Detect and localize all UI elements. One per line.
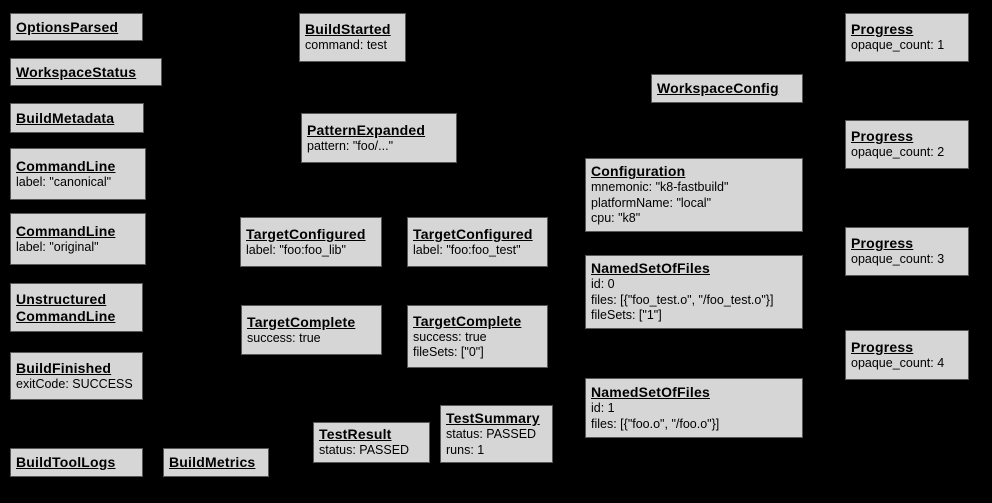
node-field: opaque_count: 3 (851, 252, 945, 267)
node-title: NamedSetOfFiles (591, 260, 710, 277)
node-field: success: true (413, 329, 487, 344)
node-field: exitCode: SUCCESS (16, 376, 133, 391)
node-title: BuildStarted (305, 21, 391, 38)
node-field: files: [{"foo.o", "/foo.o"}] (591, 416, 720, 431)
node-field: pattern: "foo/..." (307, 138, 394, 153)
node-field: status: PASSED (446, 427, 537, 441)
node-field: fileSets: ["1"] (591, 308, 662, 323)
node-field: label: "canonical" (16, 174, 112, 189)
node-field: id: 0 (591, 277, 615, 292)
node-title: WorkspaceStatus (16, 63, 137, 80)
node-field: runs: 1 (446, 442, 485, 457)
node-field: fileSets: ["0"] (413, 345, 484, 359)
node-title: Unstructured (16, 290, 107, 307)
node-options-parsed: OptionsParsed (10, 13, 143, 41)
node-title: BuildFinished (16, 359, 112, 376)
node-title: PatternExpanded (307, 121, 426, 138)
node-title: Progress (851, 235, 914, 252)
node-title: TargetConfigured (246, 225, 366, 242)
node-title: Progress (851, 21, 914, 38)
node-field: platformName: "local" (591, 195, 712, 210)
node-workspace-config: WorkspaceConfig (651, 74, 803, 103)
node-field: cpu: "k8" (591, 211, 641, 226)
node-field: label: "foo:foo_lib" (246, 242, 346, 257)
node-field: files: [{"foo_test.o", "/foo_test.o"}] (591, 292, 774, 307)
node-field: label: "original" (16, 239, 99, 254)
node-title: TargetConfigured (413, 225, 533, 242)
node-title: CommandLine (16, 222, 116, 239)
node-field: label: "foo:foo_test" (413, 242, 521, 257)
node-build-metrics: BuildMetrics (163, 448, 269, 477)
node-field: success: true (247, 330, 321, 345)
node-field: id: 1 (591, 401, 615, 415)
node-title: OptionsParsed (16, 18, 119, 35)
node-workspace-status: WorkspaceStatus (10, 58, 162, 86)
node-field: command: test (305, 38, 387, 53)
node-field: opaque_count: 1 (851, 38, 945, 53)
node-title: TestResult (319, 426, 392, 443)
node-title: Progress (851, 338, 914, 355)
node-title: Progress (851, 128, 914, 145)
node-title: TargetComplete (247, 313, 356, 330)
node-field: opaque_count: 2 (851, 145, 945, 160)
node-field: opaque_count: 4 (851, 355, 945, 370)
node-title: BuildMetrics (169, 454, 256, 470)
node-title: BuildMetadata (16, 109, 115, 126)
node-title: NamedSetOfFiles (591, 384, 710, 400)
node-title: TargetComplete (413, 312, 522, 329)
node-title: TestSummary (446, 410, 540, 426)
node-title: CommandLine (16, 157, 116, 174)
node-build-metadata: BuildMetadata (10, 103, 144, 133)
node-title: BuildToolLogs (16, 454, 116, 470)
node-title: CommandLine (16, 307, 116, 324)
node-field: status: PASSED (319, 443, 410, 458)
node-field: mnemonic: "k8-fastbuild" (591, 180, 729, 195)
node-title: Configuration (591, 163, 686, 180)
node-title: WorkspaceConfig (657, 80, 779, 96)
node-build-tool-logs: BuildToolLogs (10, 448, 143, 477)
